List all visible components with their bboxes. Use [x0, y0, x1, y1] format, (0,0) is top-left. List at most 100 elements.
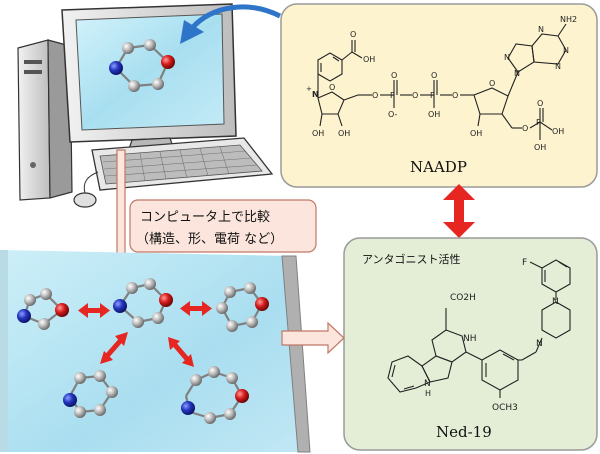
molecule-right [216, 282, 269, 332]
bridge-o-2: O [412, 91, 418, 100]
mouse-cable [83, 171, 99, 194]
comparison-label-box [129, 199, 317, 253]
ned19-structure [387, 259, 571, 398]
red-double-arrow-right [180, 301, 212, 316]
phosphate-oh-right: OH [552, 127, 564, 136]
atom-carbon [244, 282, 256, 294]
naadp-atom-labels: O OH NH2 N + O O P O O- O P O OH O O OH … [306, 15, 577, 152]
atom-carbon [24, 294, 36, 306]
atom-carbon [74, 406, 86, 418]
ring-o-2: O [489, 79, 495, 88]
acid-oh: OH [363, 55, 375, 64]
blue-curved-arrow [190, 4, 282, 30]
ring-o-1: O [329, 83, 335, 92]
phosphate-o: O [537, 99, 543, 108]
piperazine-n-top: N [552, 297, 559, 307]
ribose-1-oh-left: OH [312, 129, 324, 138]
atom-carbon [246, 316, 258, 328]
right-arrow [281, 321, 345, 355]
ribose-2-oh: OH [470, 129, 482, 138]
red-double-arrow-bottom-right [168, 337, 194, 367]
och3-label: OCH3 [492, 403, 518, 413]
acid-o: O [350, 30, 356, 39]
piperazine-n-bottom: N [536, 339, 543, 349]
pyridinium-n: N [312, 90, 319, 99]
co2h-label: CO2H [450, 293, 476, 303]
adenine-n-6: N [538, 25, 544, 34]
atom-oxygen [255, 297, 269, 311]
atom-carbon [226, 320, 238, 332]
n-plus-charge: + [306, 85, 312, 93]
pc-tower-slot [24, 70, 42, 74]
phosphorus-1-o: O [391, 71, 397, 80]
red-double-arrow-bottom-left [100, 332, 128, 364]
atom-carbon [106, 386, 118, 398]
indole-n-label: N [424, 379, 431, 389]
atom-carbon [40, 288, 52, 300]
ned19-atom-labels: F N N CO2H NH N H OCH3 [424, 258, 559, 413]
atom-carbon [94, 404, 106, 416]
atom-nitrogen [109, 61, 123, 75]
monitor-screen [75, 13, 225, 131]
atom-oxygen [55, 303, 69, 317]
atom-carbon [216, 302, 228, 314]
atom-carbon [208, 366, 220, 378]
comparison-label-line1: コンピュータ上で比較 [140, 210, 270, 225]
bridge-o-3: O [452, 91, 458, 100]
atom-carbon [126, 282, 138, 294]
computer-illustration [17, 3, 274, 208]
atom-carbon [132, 316, 144, 328]
phosphate-p: P [536, 118, 541, 127]
red-double-arrow-left [78, 303, 110, 318]
atom-nitrogen [63, 393, 77, 407]
atom-oxygen [235, 389, 249, 403]
indole-h-label: H [425, 389, 431, 398]
adenine-n-3: N [555, 62, 561, 71]
adenine-n-9: N [514, 69, 520, 78]
molecule-bottom-left [63, 370, 118, 418]
adenine-n-1: N [563, 46, 569, 55]
atom-carbon [204, 412, 216, 424]
phosphorus-2-oh: OH [428, 110, 440, 119]
atom-carbon [144, 278, 156, 290]
molecule-center [113, 278, 173, 328]
atom-carbon [128, 80, 140, 92]
fluorine-label: F [522, 258, 527, 268]
atom-carbon [74, 372, 86, 384]
comparison-label-line2: （構造、形、電荷 など） [136, 232, 283, 247]
adenine-n-7: N [504, 53, 510, 62]
atom-carbon [38, 318, 50, 330]
phosphorus-1: P [390, 91, 395, 100]
phosphate-ester-o: O [522, 124, 528, 133]
pc-tower-slot [24, 60, 42, 64]
screen-panel-bezel [281, 255, 311, 453]
molecule-left [17, 288, 69, 330]
blue-arrow-head [180, 20, 204, 44]
mouse [73, 192, 97, 208]
atom-carbon [152, 78, 164, 90]
pc-power-button [30, 162, 36, 168]
atom-carbon [122, 42, 134, 54]
bridge-o-1: O [372, 91, 378, 100]
atom-carbon [152, 312, 164, 324]
screen-panel-left-edge [0, 250, 8, 452]
phosphorus-2-o: O [431, 71, 437, 80]
atom-oxygen [161, 55, 175, 69]
atom-nitrogen [181, 401, 195, 415]
antagonist-title: アンタゴニスト活性 [362, 252, 461, 266]
red-vertical-double-arrow [443, 184, 475, 238]
monitor-molecule [109, 39, 175, 92]
atom-carbon [224, 286, 236, 298]
ned19-label: Ned-19 [436, 423, 492, 441]
molecule-bottom-right [181, 366, 249, 424]
atom-nitrogen [17, 309, 31, 323]
nh-ring-label: NH [463, 334, 477, 344]
atom-nitrogen [113, 299, 127, 313]
nh2-label: NH2 [560, 15, 577, 24]
ned19-box [343, 237, 598, 451]
naadp-label: NAADP [410, 158, 467, 176]
atom-carbon [226, 372, 238, 384]
o-minus: O- [388, 110, 398, 119]
atom-oxygen [159, 293, 173, 307]
